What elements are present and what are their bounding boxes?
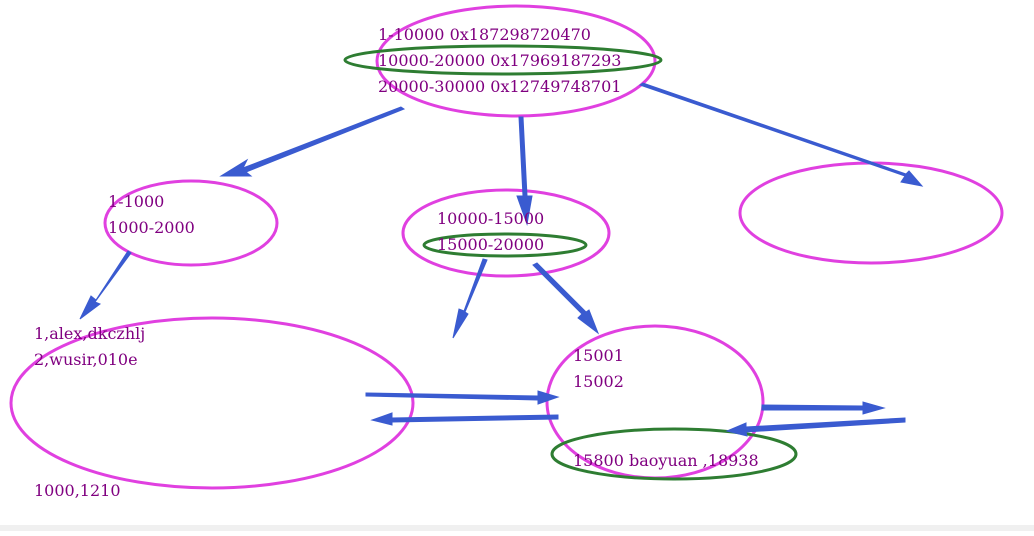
middle-node-ellipse <box>401 188 611 278</box>
arrow-leaf-left-to-middle <box>365 390 560 405</box>
leaf-left-ellipse <box>9 316 415 490</box>
arrow-root-to-middle <box>516 116 533 226</box>
arrow-right-to-leaf-middle <box>725 417 906 437</box>
bottom-scroll-strip <box>0 525 1034 531</box>
root-entry-1: 1-10000 0x187298720470 <box>378 25 591 44</box>
arrow-middle-down-left <box>452 258 488 339</box>
arrow-root-to-right <box>638 82 924 187</box>
root-node-ellipse <box>375 4 657 118</box>
leaf-middle-highlight-row: 15800 baoyuan ,18938 <box>573 451 759 470</box>
left-entry-2: 1000-2000 <box>108 218 195 237</box>
arrow-middle-down-right <box>532 262 600 335</box>
arrow-root-to-left <box>219 106 406 177</box>
middle-highlight-ellipse <box>422 232 588 258</box>
leaf-middle-row-2: 15002 <box>573 372 624 391</box>
right-node-ellipse <box>738 161 1004 265</box>
left-entry-1: 1-1000 <box>108 192 165 211</box>
leaf-highlight-ellipse <box>550 427 798 481</box>
arrow-left-to-leaf <box>79 250 132 320</box>
arrow-leaf-middle-to-right <box>761 401 886 415</box>
root-entry-3: 20000-30000 0x12749748701 <box>378 77 622 96</box>
root-highlight-ellipse <box>343 44 663 76</box>
root-entry-2: 10000-20000 0x17969187293 <box>378 51 622 70</box>
left-node-ellipse <box>103 179 279 267</box>
arrow-leaf-middle-to-left <box>370 412 559 426</box>
arrows <box>79 82 924 437</box>
middle-entry-1: 10000-15000 <box>437 209 545 228</box>
leaf-left-row-2: 2,wusir,010e <box>34 350 138 369</box>
middle-entry-2: 15000-20000 <box>437 235 545 254</box>
leaf-middle-row-1: 15001 <box>573 346 624 365</box>
leaf-left-row-1: 1,alex,dkczhlj <box>34 324 146 343</box>
leaf-left-last-row: 1000,1210 <box>34 481 121 500</box>
